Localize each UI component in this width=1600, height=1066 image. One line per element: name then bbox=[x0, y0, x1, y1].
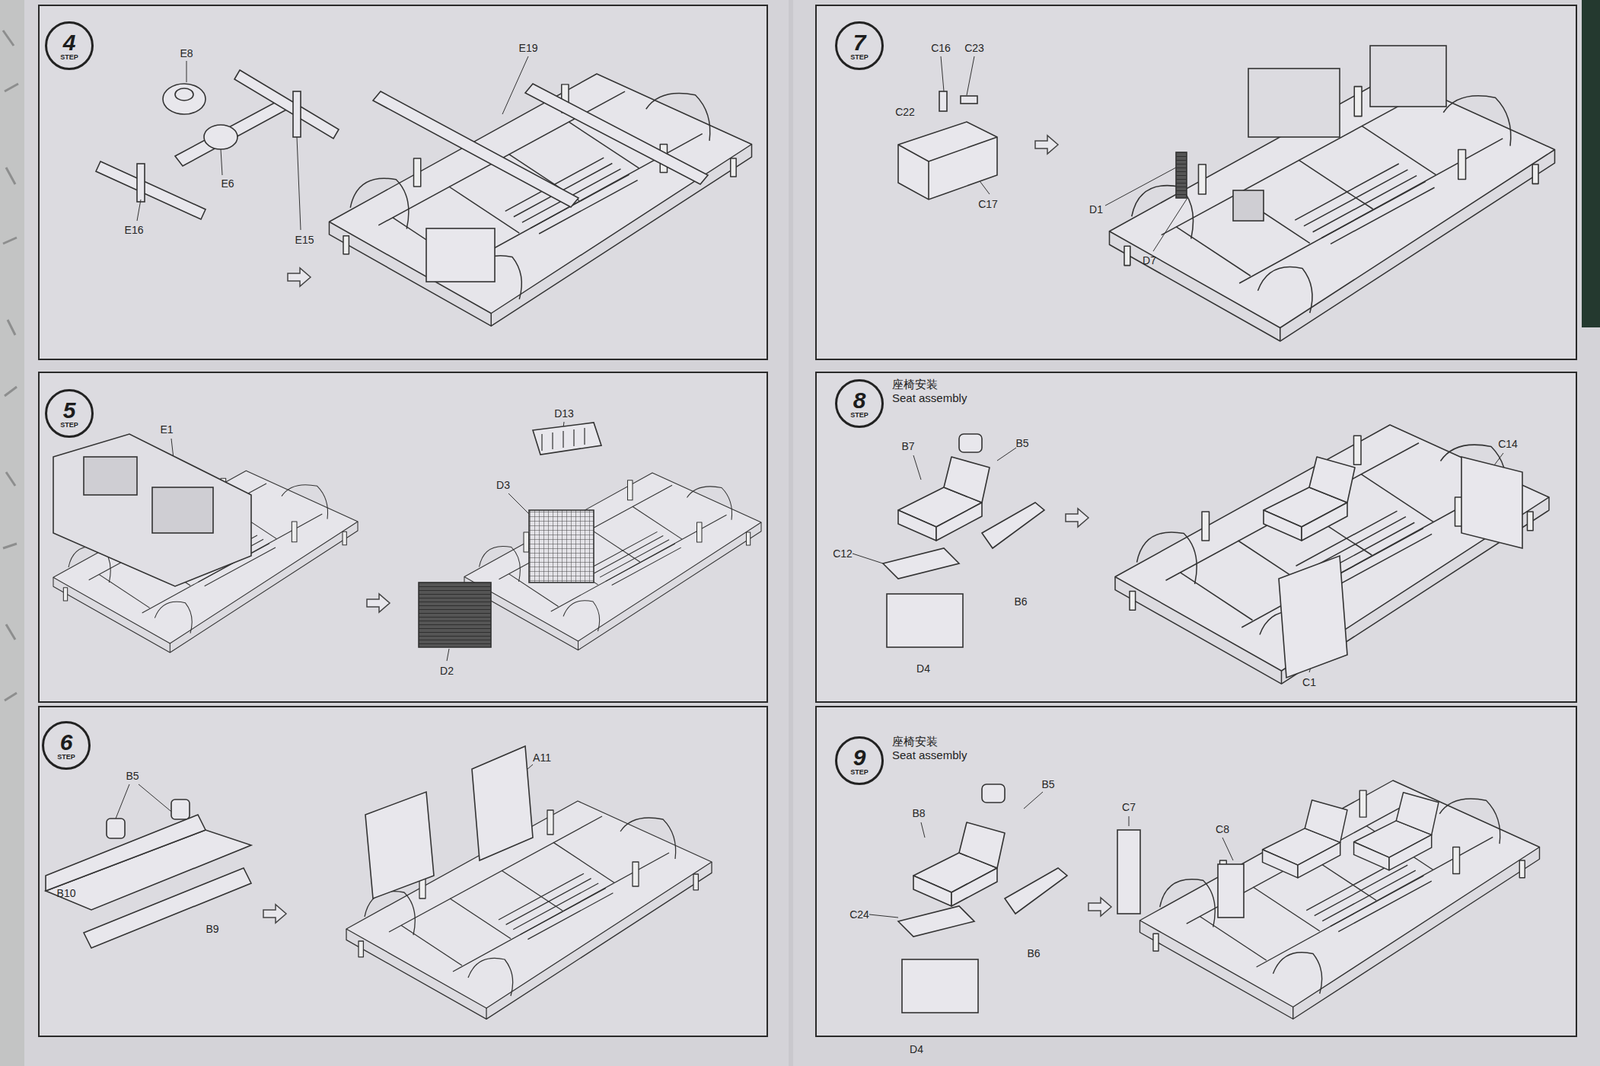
chassis-drawings bbox=[53, 73, 1556, 1019]
part-number: C23 bbox=[964, 42, 985, 54]
bench-seat-parts bbox=[45, 745, 533, 948]
step-badge: 9STEP座椅安装Seat assembly bbox=[835, 736, 884, 785]
part-number: C7 bbox=[1121, 801, 1136, 813]
step-number: 7 bbox=[853, 31, 867, 55]
step-word: STEP bbox=[60, 421, 79, 429]
part-number: E8 bbox=[179, 47, 193, 59]
part-number: E15 bbox=[295, 234, 315, 246]
part-number: C14 bbox=[1498, 438, 1518, 450]
step-badge: 4STEP bbox=[44, 21, 94, 71]
part-number: C8 bbox=[1215, 823, 1230, 835]
part-number: B8 bbox=[911, 807, 925, 819]
step-word: STEP bbox=[57, 753, 76, 761]
step-badge: 5STEP bbox=[44, 388, 94, 438]
step-number: 4 bbox=[63, 31, 77, 55]
part-number: D1 bbox=[1089, 203, 1103, 215]
step-word: STEP bbox=[850, 768, 869, 776]
part-number: B10 bbox=[57, 887, 77, 899]
part-number: A11 bbox=[532, 752, 552, 763]
step-word: STEP bbox=[850, 411, 869, 419]
step-badge: 8STEP座椅安装Seat assembly bbox=[835, 379, 884, 428]
part-number: B7 bbox=[901, 440, 915, 452]
part-number: C24 bbox=[849, 908, 870, 920]
step-badge: 7STEP bbox=[835, 21, 884, 71]
step-heading: Seat assembly bbox=[892, 749, 967, 761]
part-number: B5 bbox=[1041, 778, 1055, 790]
step-number: 5 bbox=[63, 398, 77, 422]
step-number: 9 bbox=[853, 745, 867, 769]
axle-parts bbox=[95, 70, 708, 282]
part-number: B6 bbox=[1013, 596, 1027, 607]
part-number: B6 bbox=[1026, 947, 1040, 959]
step-panels bbox=[38, 5, 1577, 1036]
part-number: D3 bbox=[496, 479, 510, 491]
step-heading: Seat assembly bbox=[892, 392, 967, 404]
step-word: STEP bbox=[60, 54, 79, 61]
part-number: D7 bbox=[1142, 254, 1157, 266]
engine-radiator-parts bbox=[53, 422, 602, 648]
step-number: 8 bbox=[853, 388, 867, 412]
part-number: E19 bbox=[519, 42, 539, 54]
step-badge: 6STEP bbox=[41, 720, 91, 770]
step-heading: 座椅安装 bbox=[892, 735, 938, 747]
part-number: D4 bbox=[909, 1043, 924, 1055]
leader-lines bbox=[114, 56, 1504, 918]
part-number: E16 bbox=[124, 224, 144, 236]
part-number: C12 bbox=[832, 548, 853, 559]
part-number: B5 bbox=[125, 770, 139, 781]
step-number: 6 bbox=[60, 730, 74, 754]
part-number: C1 bbox=[1302, 676, 1317, 688]
step-word: STEP bbox=[850, 54, 869, 61]
part-number: E1 bbox=[159, 423, 173, 435]
part-number: E6 bbox=[220, 178, 234, 189]
part-number: D4 bbox=[916, 662, 931, 674]
console-parts bbox=[898, 45, 1447, 221]
seat-parts bbox=[882, 433, 1523, 1013]
part-number: D2 bbox=[439, 665, 454, 676]
part-number: B9 bbox=[205, 923, 219, 934]
part-number: D13 bbox=[554, 407, 574, 419]
part-number: C22 bbox=[895, 106, 915, 118]
part-number: C16 bbox=[930, 42, 951, 54]
part-number: B5 bbox=[1015, 437, 1029, 449]
step-heading: 座椅安装 bbox=[892, 378, 938, 390]
part-number: C17 bbox=[978, 198, 998, 210]
assembly-arrows bbox=[263, 135, 1112, 923]
